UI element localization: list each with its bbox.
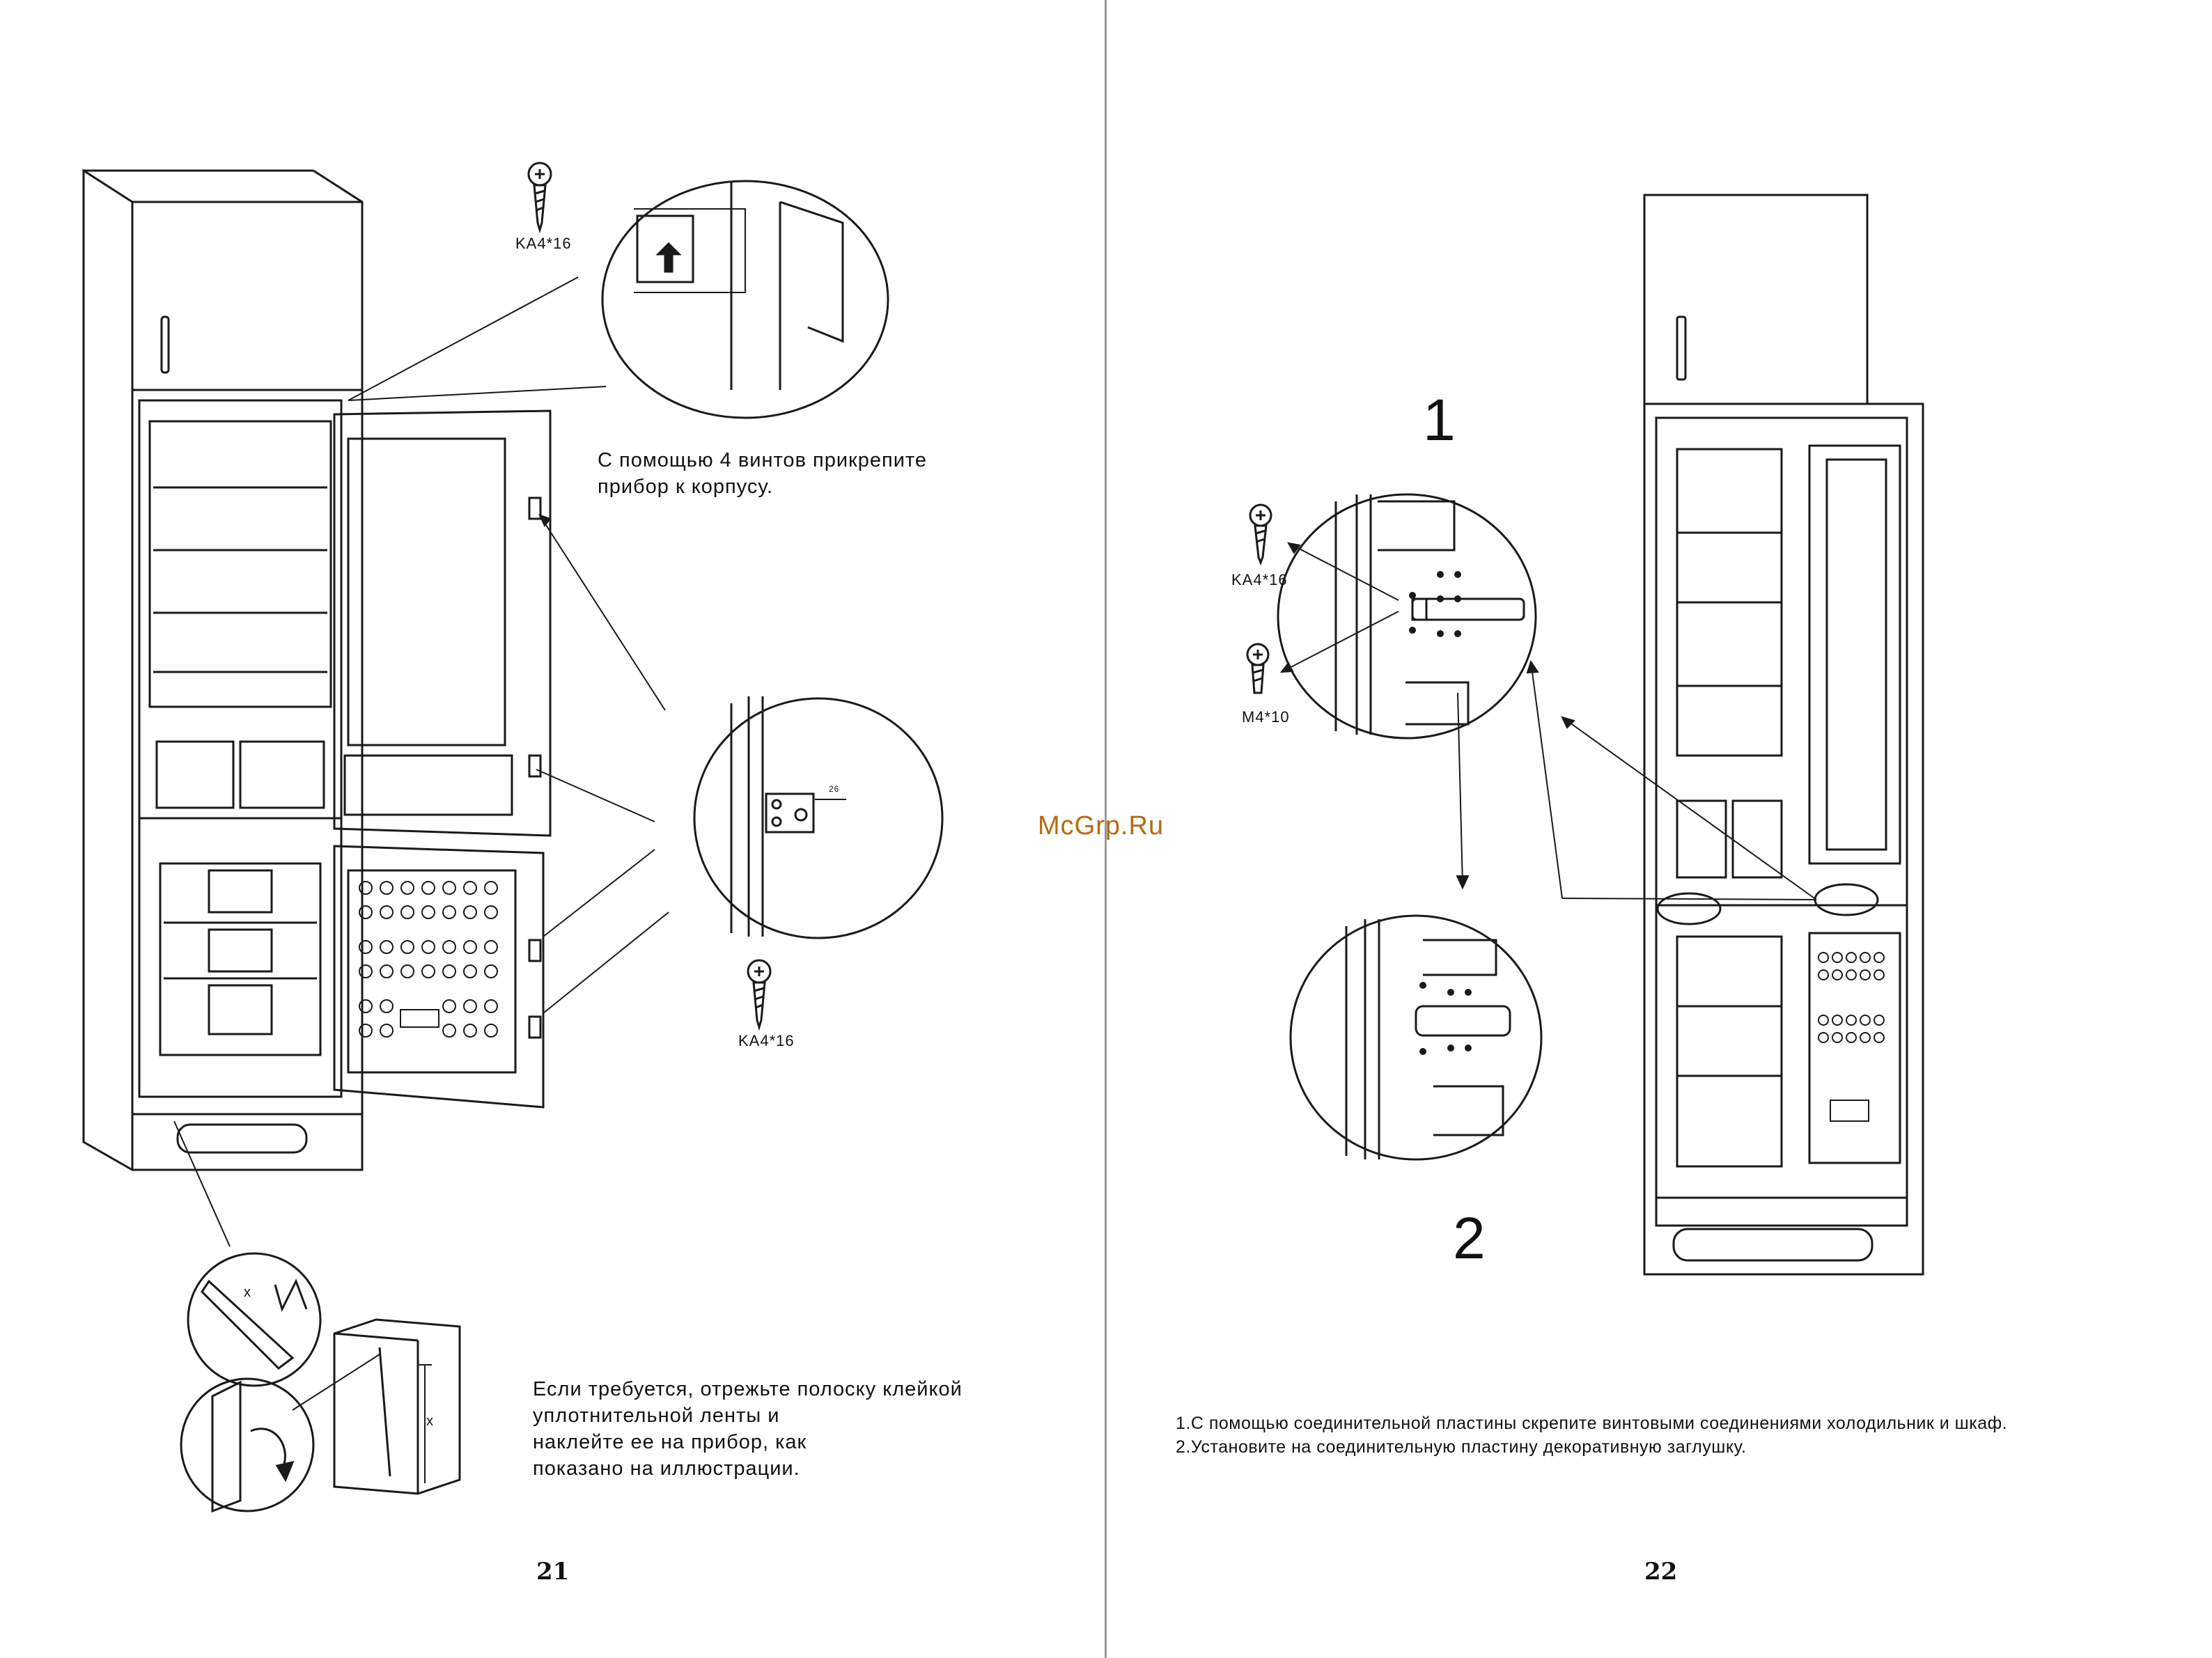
instruction-tape: Если требуется, отрежьте полоску клейкой…	[533, 1378, 963, 1480]
cut-label: x	[244, 1285, 251, 1300]
screw-mid-label: KA4*16	[738, 1032, 795, 1049]
fridge-doors	[333, 409, 552, 1109]
detail-circle-middle	[693, 696, 944, 939]
step-number-1: 1	[1423, 387, 1456, 453]
step-number-2: 2	[1453, 1205, 1486, 1271]
detail-box-height	[292, 1318, 461, 1495]
instruction-screws: С помощью 4 винтов прикрепите прибор к к…	[598, 449, 927, 498]
detail-circle-top	[601, 180, 889, 419]
arrow-lines	[536, 514, 669, 1014]
screw-mid-icon	[747, 959, 772, 1031]
freezer-door-holes	[359, 881, 498, 1038]
installation-illustration-right	[1246, 194, 1924, 1276]
page-22: 1 KA4*16 M4*10 2 1.С помощью соединитель…	[1106, 0, 2212, 1658]
page-number-21: 21	[536, 1558, 570, 1586]
screw-b-label: M4*10	[1242, 708, 1290, 726]
fridge-body	[131, 399, 364, 1171]
page-21: KA4*16 С помощью 4 винтов прикрепите при…	[82, 162, 963, 1586]
screw-b-icon	[1246, 643, 1270, 694]
height-label: x	[426, 1414, 434, 1429]
detail-circle-2	[1289, 914, 1543, 1161]
screw-a-icon	[1249, 503, 1272, 566]
dimension-label: 26	[829, 784, 840, 794]
screw-top-label: KA4*16	[515, 235, 572, 252]
page-number-22: 22	[1644, 1558, 1678, 1586]
leader-line-top	[348, 276, 579, 401]
screw-a-label: KA4*16	[1231, 571, 1288, 588]
note-1: 1.С помощью соединительной пластины скре…	[1176, 1414, 2008, 1433]
detail-circle-apply	[180, 1377, 315, 1513]
installation-illustration-left	[82, 162, 944, 1513]
cabinet-drawing-right	[1643, 194, 1924, 1276]
note-2: 2.Установите на соединительную пластину …	[1176, 1437, 1747, 1457]
page-divider	[1105, 0, 1107, 1658]
screw-top-icon	[527, 162, 552, 234]
watermark: McGrp.Ru	[1038, 811, 1165, 840]
connector-lines	[1279, 542, 1817, 900]
detail-circle-1	[1277, 493, 1537, 740]
detail-circle-cut	[187, 1252, 322, 1387]
